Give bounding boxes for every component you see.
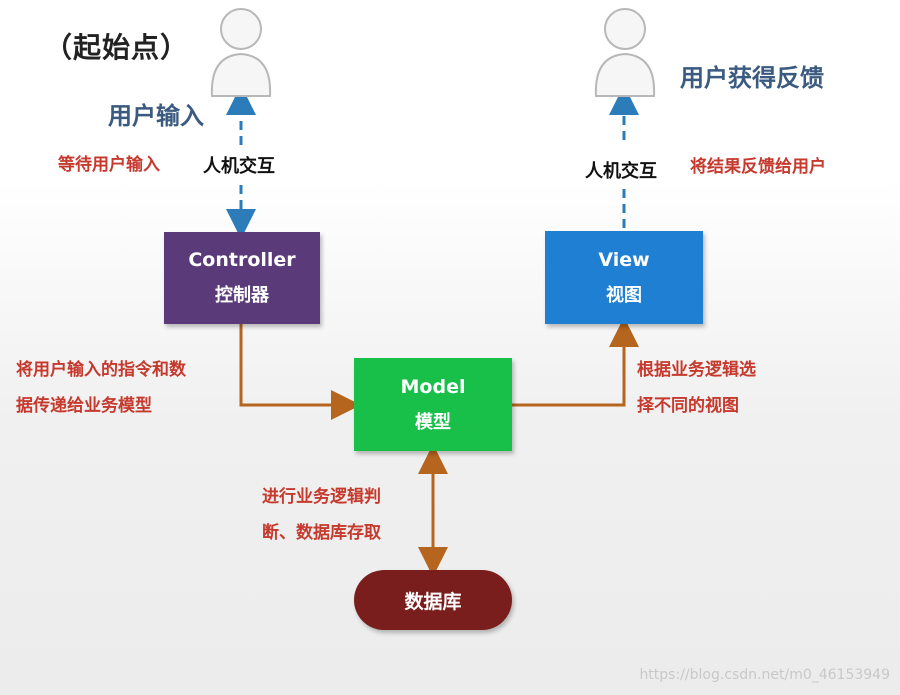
controller-subtitle: 控制器 xyxy=(215,285,269,306)
controller-to-model-note-line1: 将用户输入的指令和数 xyxy=(16,360,186,380)
user-icon-start xyxy=(210,8,272,97)
model-subtitle: 模型 xyxy=(415,411,451,433)
database-node: 数据库 xyxy=(354,570,512,630)
controller-box: Controller 控制器 xyxy=(164,232,320,324)
wait-input-note: 等待用户输入 xyxy=(58,155,160,175)
view-box: View 视图 xyxy=(545,231,703,324)
watermark: https://blog.csdn.net/m0_46153949 xyxy=(639,667,890,683)
controller-title: Controller xyxy=(188,249,296,271)
model-to-view-note: 根据业务逻辑选 择不同的视图 xyxy=(637,352,756,424)
model-to-view-arrow xyxy=(512,317,639,407)
user-icon-feedback xyxy=(594,8,656,97)
start-label: （起始点） xyxy=(44,31,190,64)
user-feedback-label: 用户获得反馈 xyxy=(680,64,824,92)
model-box: Model 模型 xyxy=(354,358,512,451)
view-subtitle: 视图 xyxy=(606,284,642,306)
view-title: View xyxy=(598,248,650,271)
model-to-view-note-line2: 择不同的视图 xyxy=(637,396,739,416)
user-input-label: 用户输入 xyxy=(108,102,204,130)
controller-to-model-arrow xyxy=(239,324,361,420)
model-db-note: 进行业务逻辑判 断、数据库存取 xyxy=(262,479,381,551)
controller-to-model-note-line2: 据传递给业务模型 xyxy=(16,396,152,416)
controller-to-model-note: 将用户输入的指令和数 据传递给业务模型 xyxy=(16,352,186,424)
hci-label-right: 人机交互 xyxy=(583,157,659,183)
model-title: Model xyxy=(400,375,466,398)
model-db-note-line1: 进行业务逻辑判 xyxy=(262,487,381,507)
database-label: 数据库 xyxy=(404,590,462,613)
feedback-note: 将结果反馈给用户 xyxy=(690,157,826,177)
model-to-view-note-line1: 根据业务逻辑选 xyxy=(637,360,756,380)
hci-label-left: 人机交互 xyxy=(201,152,277,178)
model-db-note-line2: 断、数据库存取 xyxy=(262,523,381,543)
